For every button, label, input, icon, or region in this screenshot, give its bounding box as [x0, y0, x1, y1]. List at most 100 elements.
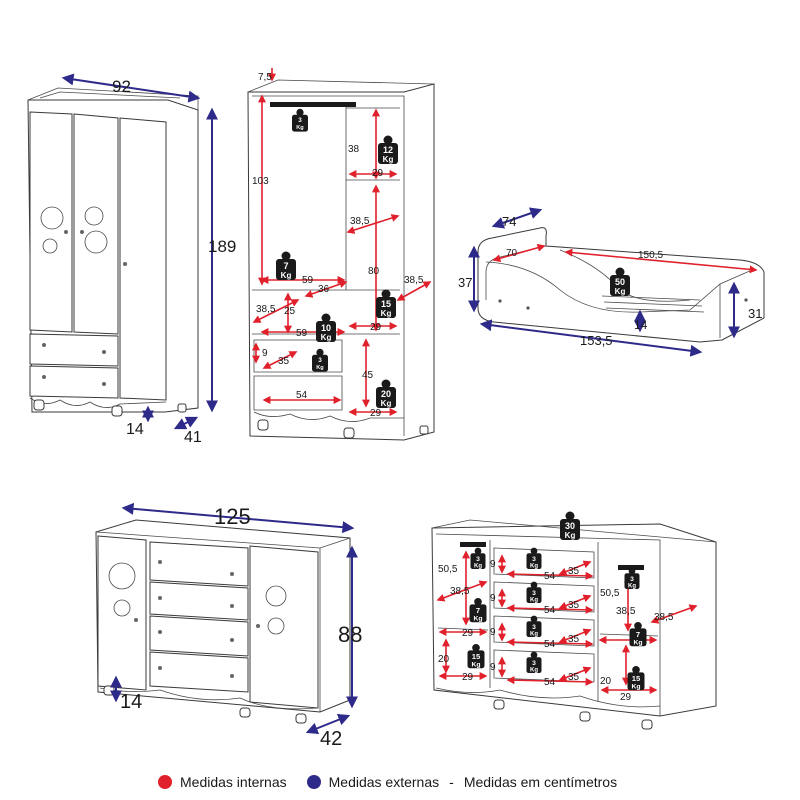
weight-tag-7kg-left: 7 Kg [469, 597, 487, 623]
dim-right-height: 80 [368, 266, 380, 277]
svg-text:Kg: Kg [473, 616, 482, 623]
weight-tag-15kg-right: 15 Kg [627, 665, 645, 691]
weight-tag-12kg: 12 Kg [378, 135, 398, 164]
wardrobe-exterior: 92 189 14 41 [27, 73, 236, 446]
dim-bottom-w: 29 [370, 408, 382, 419]
wardrobe-depth-label: 41 [184, 429, 202, 446]
dim-drawer-1-h: 9 [490, 559, 496, 570]
svg-text:7: 7 [476, 606, 480, 615]
dim-drawer-1-w: 54 [544, 571, 556, 582]
svg-text:3: 3 [532, 556, 536, 563]
dim-drawer-3-d: 35 [568, 634, 580, 645]
dim-left-low-h: 20 [438, 654, 450, 665]
svg-text:Kg: Kg [381, 399, 392, 408]
weight-tag-3kg-right: 3 Kg [624, 567, 640, 590]
wardrobe-foot-label: 14 [126, 421, 144, 438]
weight-tag-15kg-left: 15 Kg [467, 643, 485, 669]
sideboard-drawer-2 [149, 581, 249, 621]
svg-text:Kg: Kg [530, 564, 538, 570]
svg-text:Kg: Kg [615, 287, 626, 296]
svg-text:3: 3 [532, 660, 536, 667]
weight-tag-7kg: 7 Kg [276, 251, 296, 280]
dim-drawer-2-d: 35 [568, 600, 580, 611]
svg-text:7: 7 [283, 261, 288, 271]
svg-text:50: 50 [615, 277, 625, 287]
svg-text:3: 3 [630, 576, 634, 583]
dim-drawer-1-d: 35 [568, 566, 580, 577]
porthole-icon [108, 562, 136, 590]
dim-right-d: 38,5 [654, 612, 674, 623]
dim-shelf-mid-w: 38,5 [404, 275, 424, 286]
wardrobe-height-label: 189 [208, 237, 236, 256]
bed-depth-label: 74 [502, 214, 516, 229]
sideboard-drawer-1 [149, 541, 249, 587]
dim-drawer-4-d: 35 [568, 672, 580, 683]
dim-shelf-top: 38 [348, 144, 360, 155]
bed-foot-label: 14 [634, 318, 648, 332]
wardrobe-door-middle [73, 113, 119, 335]
svg-text:Kg: Kg [565, 531, 576, 540]
dim-hang-width: 59 [302, 275, 314, 286]
svg-text:15: 15 [381, 299, 391, 309]
dim-right-h: 50,5 [600, 588, 620, 599]
sideboard-door-left [97, 535, 147, 691]
dim-mid-w: 29 [370, 322, 382, 333]
bed: 74 37 153,5 31 14 70 150,5 50 Kg [458, 207, 765, 357]
dim-drawer-h: 9 [262, 348, 268, 359]
svg-text:3: 3 [298, 117, 302, 124]
dim-shelf-low-h: 25 [284, 306, 296, 317]
bed-side-height-label: 31 [748, 306, 762, 321]
porthole-icon [40, 206, 64, 230]
legend-units: Medidas em centímetros [463, 774, 618, 790]
dim-drawer-2-h: 9 [490, 593, 496, 604]
dim-left-d: 38,5 [450, 586, 470, 597]
dim-right-low-h: 20 [600, 676, 612, 687]
legend-internal: Medidas internas [180, 774, 287, 790]
dim-left-mid-w: 29 [462, 628, 474, 639]
svg-text:Kg: Kg [530, 632, 538, 638]
weight-tag-20kg: 20 Kg [376, 379, 396, 408]
svg-text:Kg: Kg [628, 584, 636, 590]
dim-drawer-bottom-h: 45 [362, 370, 374, 381]
dim-drawer-3-h: 9 [490, 627, 496, 638]
internal-dot-icon [158, 775, 172, 789]
bed-int-length: 150,5 [638, 250, 663, 261]
wardrobe-interior: 7,5 103 38 29 38,5 38,5 80 59 36 38,5 25… [247, 68, 435, 441]
svg-text:7: 7 [636, 630, 640, 639]
sideboard-foot-label: 14 [120, 691, 142, 713]
svg-text:Kg: Kg [530, 598, 538, 604]
weight-tag-3kg-drawer-2: 3 Kg [526, 581, 542, 604]
weight-tag-3kg: 3 Kg [292, 108, 308, 132]
wardrobe-door-left [29, 111, 73, 333]
svg-text:3: 3 [318, 357, 322, 364]
sideboard-width-label: 125 [214, 504, 251, 529]
dim-shelf-low: 38,5 [256, 304, 276, 315]
weight-tag-3kg-drawer-3: 3 Kg [526, 615, 542, 638]
bed-height-label: 37 [458, 275, 472, 290]
weight-tag-3kg-left: 3 Kg [470, 547, 486, 570]
svg-text:15: 15 [472, 652, 481, 661]
dim-right-low-w: 29 [620, 692, 632, 703]
legend-external: Medidas externas [328, 774, 440, 790]
weight-tag-3kg-drawer-1: 3 Kg [526, 547, 542, 570]
dim-right-inner-d: 38,5 [616, 606, 636, 617]
dim-shelf-mid: 38,5 [350, 216, 370, 227]
svg-text:10: 10 [321, 323, 331, 333]
dim-drawer-3-w: 54 [544, 639, 556, 650]
hanging-rod [270, 102, 356, 107]
weight-tag-15kg: 15 Kg [376, 289, 396, 318]
svg-text:12: 12 [383, 145, 393, 155]
weight-tag-50kg: 50 Kg [610, 267, 630, 296]
svg-text:Kg: Kg [471, 662, 480, 669]
sideboard-drawer-3 [149, 615, 249, 657]
dim-left-h: 50,5 [438, 564, 458, 575]
weight-tag-3kg-drawer-4: 3 Kg [526, 651, 542, 674]
dim-drawer-4-w: 54 [544, 677, 556, 688]
svg-text:Kg: Kg [381, 309, 392, 318]
svg-text:3: 3 [476, 556, 480, 563]
dim-shelf-low-w: 59 [296, 328, 308, 339]
wardrobe-drawer-bottom [29, 365, 119, 399]
weight-tag-10kg: 10 Kg [316, 313, 336, 342]
sideboard-depth-label: 42 [320, 728, 342, 750]
